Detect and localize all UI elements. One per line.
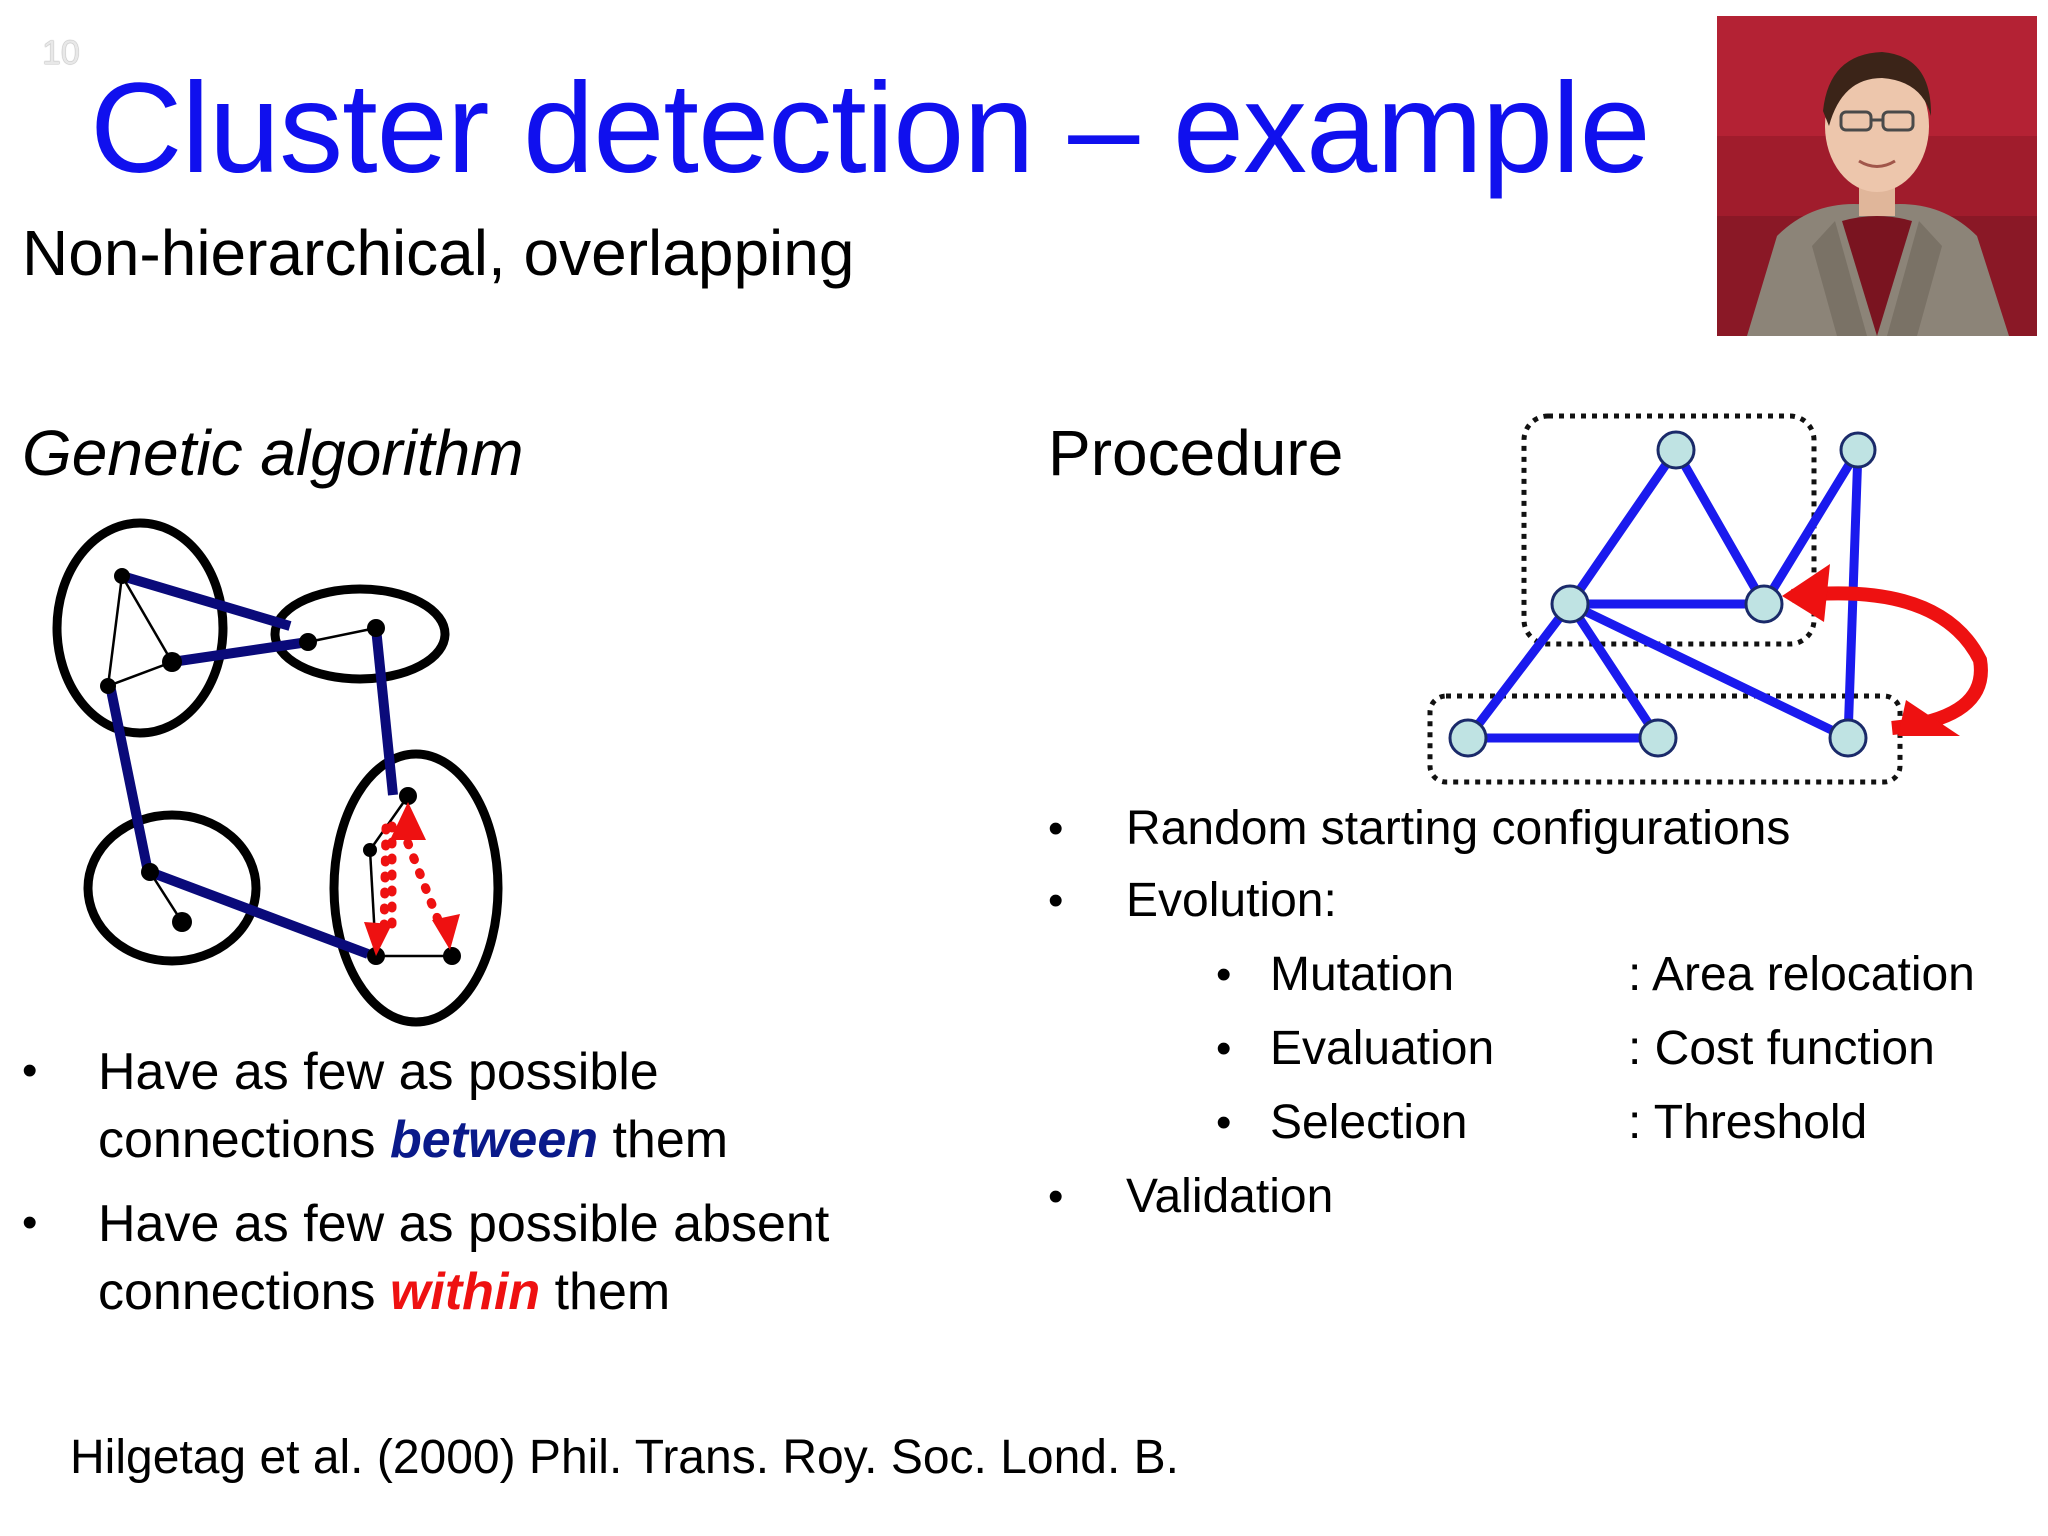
cluster-network-diagram bbox=[52, 518, 503, 1027]
bullet-icon: • bbox=[1048, 1172, 1064, 1221]
network-node bbox=[1448, 718, 1488, 758]
network-edge bbox=[1759, 445, 1863, 609]
between-edge bbox=[371, 627, 398, 796]
slide-subtitle: Non-hierarchical, overlapping bbox=[22, 217, 855, 289]
bullet-line: connections between them bbox=[98, 1111, 729, 1169]
bullet-icon: • bbox=[1048, 876, 1064, 925]
between-edge bbox=[148, 867, 370, 959]
network-node bbox=[1656, 430, 1696, 470]
network-node bbox=[114, 568, 130, 584]
step-label: Validation bbox=[1126, 1170, 1334, 1223]
network-node bbox=[363, 843, 377, 857]
cluster-box bbox=[1427, 693, 1903, 785]
arrowhead-down bbox=[1898, 700, 1960, 736]
slide-number: 10 bbox=[42, 34, 80, 72]
between-edge bbox=[120, 571, 292, 631]
cluster-oval bbox=[83, 810, 261, 966]
network-node bbox=[162, 652, 182, 672]
arrowhead-down bbox=[432, 914, 460, 950]
network-node bbox=[141, 863, 159, 881]
list-item: • Have as few as possible connections be… bbox=[22, 1038, 922, 1190]
bullet-icon: • bbox=[22, 1198, 38, 1247]
bullet-icon: • bbox=[1216, 950, 1232, 999]
bullet-icon: • bbox=[22, 1046, 38, 1095]
genetic-algorithm-heading: Genetic algorithm bbox=[22, 417, 524, 489]
step-label: Random starting configurations bbox=[1126, 802, 1791, 855]
absent-connection-arrow bbox=[379, 823, 391, 937]
network-node bbox=[172, 912, 192, 932]
procedure-heading: Procedure bbox=[1048, 417, 1344, 489]
network-edge bbox=[1565, 599, 1853, 743]
between-edge bbox=[171, 637, 309, 667]
absent-connection-arrow bbox=[397, 823, 447, 935]
network-node bbox=[100, 678, 116, 694]
network-node bbox=[1744, 584, 1784, 624]
substep-name: Selection bbox=[1270, 1096, 1468, 1149]
bullet-line: Have as few as possible absent bbox=[98, 1195, 830, 1253]
citation: Hilgetag et al. (2000) Phil. Trans. Roy.… bbox=[70, 1431, 1180, 1484]
procedure-network-diagram bbox=[1427, 413, 1988, 785]
network-node bbox=[299, 633, 317, 651]
network-node bbox=[1828, 718, 1868, 758]
arrowhead-left bbox=[1782, 564, 1830, 622]
step-label: Evolution: bbox=[1126, 874, 1337, 927]
bullet-line: connections within them bbox=[98, 1263, 671, 1321]
network-node bbox=[1839, 431, 1877, 469]
relocation-arrow bbox=[1791, 586, 1988, 735]
substep-desc: : Threshold bbox=[1628, 1096, 1868, 1149]
network-edge bbox=[1565, 599, 1663, 743]
bullet-icon: • bbox=[1048, 804, 1064, 853]
arrowhead-down bbox=[364, 922, 392, 956]
network-node bbox=[1550, 584, 1590, 624]
emphasis-within: within bbox=[389, 1263, 541, 1321]
substep-name: Mutation bbox=[1270, 948, 1455, 1001]
network-node bbox=[367, 619, 385, 637]
substep-name: Evaluation bbox=[1270, 1022, 1495, 1075]
network-node bbox=[1638, 718, 1678, 758]
emphasis-between: between bbox=[389, 1111, 599, 1169]
network-edge bbox=[1463, 599, 1575, 743]
left-bullet-list: • Have as few as possible connections be… bbox=[22, 1038, 922, 1342]
slide-title: Cluster detection – example bbox=[90, 57, 1651, 200]
substep-desc: : Cost function bbox=[1628, 1022, 1935, 1075]
substep-desc: : Area relocation bbox=[1628, 948, 1975, 1001]
bullet-icon: • bbox=[1216, 1024, 1232, 1073]
bullet-icon: • bbox=[1216, 1098, 1232, 1147]
list-item: • Have as few as possible absent connect… bbox=[22, 1190, 922, 1342]
network-node bbox=[443, 947, 461, 965]
network-edge bbox=[1565, 445, 1681, 609]
cluster-box bbox=[1521, 413, 1817, 647]
cluster-oval bbox=[329, 749, 503, 1027]
cluster-oval bbox=[270, 584, 450, 684]
network-node bbox=[399, 787, 417, 805]
between-edge bbox=[105, 684, 153, 873]
bullet-line: Have as few as possible bbox=[98, 1043, 659, 1101]
arrowhead-up bbox=[390, 802, 426, 840]
presenter-photo bbox=[1717, 16, 2037, 336]
cluster-oval bbox=[52, 518, 228, 738]
network-edge bbox=[1671, 445, 1769, 609]
